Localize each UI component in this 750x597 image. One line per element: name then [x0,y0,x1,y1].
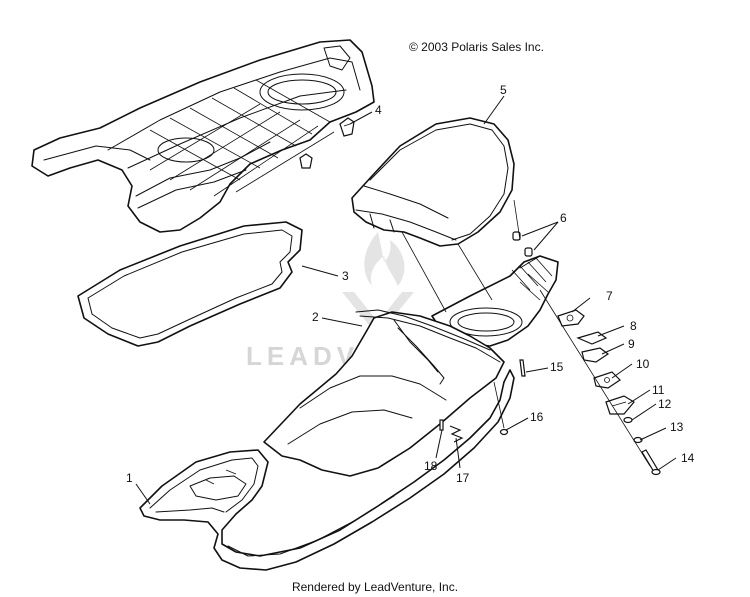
callout-7: 7 [606,289,613,303]
callout-13: 13 [670,420,684,434]
callout-4: 4 [375,103,382,117]
callout-12: 12 [658,397,672,411]
part-16-nut [499,428,509,436]
footer-credit: Rendered by LeadVenture, Inc. [291,580,459,594]
part-18-pin [439,419,444,431]
part-3-gasket-seal [77,221,303,347]
part-12-washer [623,416,633,424]
callout-10: 10 [636,357,650,371]
part-15-screw [519,359,526,377]
part-5-rear-seat-cushion [351,117,515,247]
part-14-bolt [641,449,661,476]
part-17-spring-clip [449,425,464,443]
callout-labels: 1 2 3 4 5 6 7 8 9 10 11 12 13 14 15 16 1… [126,83,695,485]
callout-3: 3 [342,269,349,283]
callout-16: 16 [530,410,544,424]
callout-15: 15 [550,360,564,374]
callout-1: 1 [126,471,133,485]
part-11-latch-housing [605,395,635,415]
callout-8: 8 [630,319,637,333]
callout-9: 9 [628,337,635,351]
callout-2: 2 [312,310,319,324]
part-10-washer-plate [593,371,621,389]
callout-6: 6 [560,211,567,225]
part-clip-lower [299,153,313,169]
callout-17: 17 [456,471,470,485]
part-seat-base-frame [31,39,375,233]
callout-5: 5 [500,83,507,97]
part-1-seat-base-skirt [139,369,515,571]
part-4-clip [339,117,355,137]
callout-11: 11 [652,383,665,397]
leader-lines [135,95,677,505]
copyright-notice: © 2003 Polaris Sales Inc. [409,40,544,54]
part-9-latch-plate [581,347,610,363]
part-2-front-seat-cushion [263,309,505,477]
part-8-latch-spring [576,331,608,345]
part-6-pins [512,231,533,257]
callout-18: 18 [424,459,438,473]
part-7-latch-bracket [557,309,585,327]
callout-14: 14 [681,451,695,465]
